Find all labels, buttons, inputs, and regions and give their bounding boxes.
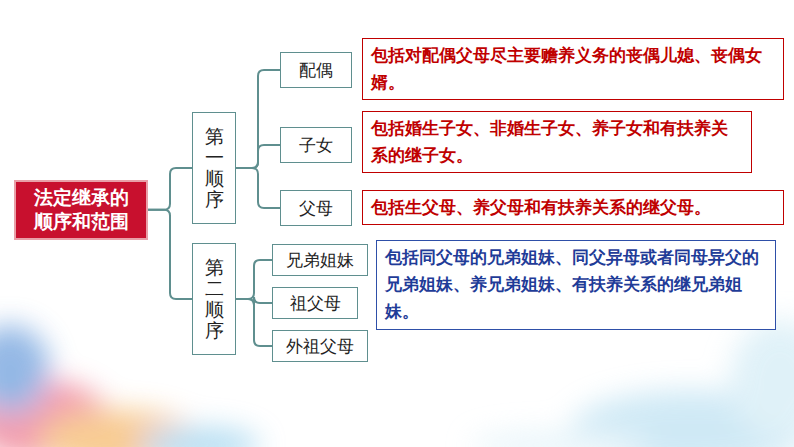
brace-connector xyxy=(236,70,280,168)
description-box: 包括生父母、养父母和有扶养关系的继父母。 xyxy=(362,190,784,225)
node-text: 包括生父母、养父母和有扶养关系的继父母。 xyxy=(371,194,711,221)
heir-box: 父母 xyxy=(280,190,352,226)
node-text: 第一顺序 xyxy=(205,126,224,210)
heir-box: 外祖父母 xyxy=(272,330,368,362)
brace-connector xyxy=(236,168,280,208)
description-box: 包括对配偶父母尽主要赡养义务的丧偶儿媳、丧偶女婿。 xyxy=(362,38,784,100)
node-text: 第二顺序 xyxy=(205,257,224,341)
heir-box: 子女 xyxy=(280,127,352,163)
description-box: 包括同父母的兄弟姐妹、同父异母或者同母异父的兄弟姐妹、养兄弟姐妹、有扶养关系的继… xyxy=(376,240,776,330)
description-box: 包括婚生子女、非婚生子女、养子女和有扶养关系的继子女。 xyxy=(362,111,752,173)
node-text: 子女 xyxy=(299,134,333,157)
node-text: 包括婚生子女、非婚生子女、养子女和有扶养关系的继子女。 xyxy=(371,115,743,169)
order-box: 第二顺序 xyxy=(192,243,236,355)
node-text: 父母 xyxy=(299,197,333,220)
order-box: 第一顺序 xyxy=(192,112,236,224)
brace-connector xyxy=(148,168,192,210)
heir-box: 配偶 xyxy=(280,52,352,88)
brace-connector xyxy=(148,210,192,299)
heir-box: 祖父母 xyxy=(272,287,358,319)
heir-box: 兄弟姐妹 xyxy=(272,244,368,276)
node-text: 外祖父母 xyxy=(286,335,354,358)
node-text: 祖父母 xyxy=(290,292,341,315)
node-text: 兄弟姐妹 xyxy=(286,249,354,272)
root-box: 法定继承的 顺序和范围 xyxy=(14,180,148,240)
brace-connector xyxy=(236,145,280,168)
node-text: 包括对配偶父母尽主要赡养义务的丧偶儿媳、丧偶女婿。 xyxy=(371,42,775,96)
node-text: 法定继承的 顺序和范围 xyxy=(22,186,140,234)
brace-connector xyxy=(236,299,272,346)
brace-connector xyxy=(236,260,272,299)
node-text: 配偶 xyxy=(299,59,333,82)
node-text: 包括同父母的兄弟姐妹、同父异母或者同母异父的兄弟姐妹、养兄弟姐妹、有扶养关系的继… xyxy=(385,244,767,326)
